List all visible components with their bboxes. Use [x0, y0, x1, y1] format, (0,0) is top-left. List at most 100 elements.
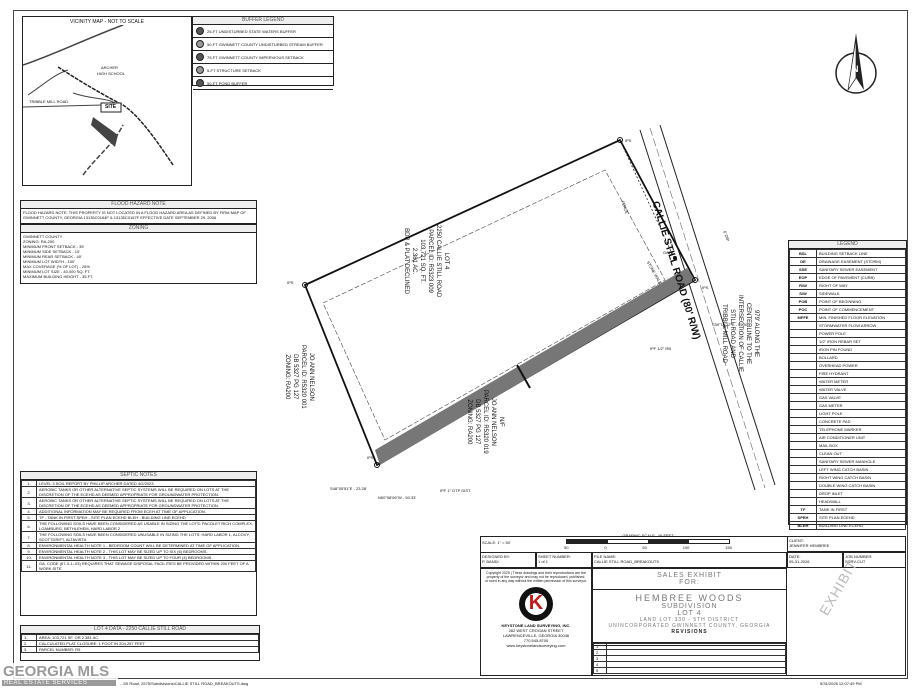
job-label: JOB NUMBER: [845, 554, 873, 559]
lot-data-row: 3.PARCEL NUMBER: R5 [21, 646, 259, 653]
company-address: 282 WEST CROGAN STREET [508, 628, 564, 633]
designed-by-label: DESIGNED BY: [482, 554, 511, 559]
septic-note-text: THE FOLLOWING SOILS HAVE BEEN CONSIDERED… [36, 520, 256, 532]
legend-description: SANITARY SEWER MANHOLE [816, 457, 906, 466]
septic-note-number: 11. [21, 560, 37, 572]
legend-description: GAS VALVE [816, 393, 906, 402]
septic-note-number: 6. [21, 520, 37, 532]
tribble-note-line: STILL ROAD AND [729, 309, 735, 358]
legend-description: BUILDING LINE ECEHD [816, 521, 906, 530]
county: UNINCORPORATED GWINNETT COUNTY, GEORGIA [608, 623, 771, 629]
legend-description: BOLLARD [816, 353, 906, 362]
buffer-legend-item: 75-FT GWINNETT COUNTY IMPERVIOUS SETBACK [193, 51, 333, 64]
septic-note-number: 7. [21, 531, 37, 543]
buffer-legend-title: BUFFER LEGEND [193, 17, 333, 25]
for-label: FOR: [679, 579, 700, 586]
septic-note-row: 2.AEROBIC TANKS OR OTHER ALTERNATIVE SEP… [21, 486, 256, 498]
septic-note-text: AEROBIC TANKS OR OTHER ALTERNATIVE SEPTI… [36, 497, 256, 509]
neighbor-bottom-line: ZONING: RA200 [466, 399, 472, 445]
sheet-value: 1 of 1 [538, 559, 549, 564]
project-block: SALES EXHIBIT FOR: HEMBREE WOODS SUBDIVI… [592, 568, 787, 646]
flood-note: FLOOD HAZARD NOTE FLOOD HAZARD NOTE: THI… [20, 200, 257, 224]
company-phone: 770.545.8700 [523, 638, 549, 643]
company-block: Copyright 2025 | These drawings and thei… [480, 568, 592, 676]
tribble-note-line: INTERSECTION OF CALLIE [737, 295, 743, 373]
septic-note-row: 7.THE FOLLOWING SOILS HAVE BEEN CONSIDER… [21, 531, 256, 543]
neighbor-left-line: JO ANN NELSON [308, 352, 314, 401]
legend-description: WATER VALVE [816, 385, 906, 394]
tribble-note-line: TRIBBLE MILL ROAD [721, 304, 727, 363]
zoning-line: MINIMUM REAR SETBACK - 40' [23, 254, 82, 259]
lot-data-title: LOT 4 DATA - 2250 CALLIE STILL ROAD [21, 626, 259, 634]
legend-description: 1/2" IRON REBAR SET [816, 337, 906, 346]
company-web: www.keystonelandsurveying.com [506, 643, 566, 648]
lot-label-line: 2.381 AC. [411, 247, 417, 275]
graphic-scale: GRAPHIC SCALE - IN FEET 50 0 50 100 150 [558, 533, 738, 553]
company-logo: K [519, 587, 553, 621]
plan-label: IPS [367, 455, 374, 460]
revision-description [606, 667, 786, 674]
septic-notes-title: SEPTIC NOTES [21, 472, 256, 480]
date-value: 05-31-2026 [789, 559, 810, 564]
zoning-line: MAX COVERAGE (% OF LOT) - 25% [23, 264, 90, 269]
vicinity-map-drawing [23, 25, 174, 176]
neighbor-bottom-line: PARCEL ID: R5320 019 [482, 390, 488, 454]
legend-description: LEFT WING CATCH BASIN [816, 465, 906, 474]
plan-label: S39°13'32"E - 53.93' [712, 322, 749, 327]
scale-title: GRAPHIC SCALE - IN FEET [622, 533, 674, 538]
buffer-swatch-icon [196, 53, 204, 61]
legend-description: POINT OF BEGINNING [816, 297, 906, 306]
buffer-legend-label: 50-FT POND BUFFER [207, 80, 248, 86]
vicinity-map: VICINITY MAP - NOT TO SCALE SITE TRIBBLE… [22, 16, 192, 186]
scale-label: 50 [642, 545, 647, 550]
buffer-swatch-icon [196, 27, 204, 35]
septic-note-number: 3. [21, 497, 37, 509]
scale-label: 100 [682, 545, 690, 550]
flood-note-title: FLOOD HAZARD NOTE [21, 201, 256, 209]
footer-path: ...5S Road, 2575\Subdivisions\CALLIE STI… [120, 681, 249, 686]
legend-description: POWER POLE [816, 329, 906, 338]
legend-description: AIR CONDITIONER UNIT [816, 433, 906, 442]
tribble-note-line: 979' ALONG THE [753, 309, 759, 358]
legend-description: IRON PIN FOUND [816, 345, 906, 354]
legend-description: HEADWALL [816, 497, 906, 506]
file-label: FILE NAME: [594, 554, 617, 559]
vicinity-road-label: TRIBBLE MILL ROAD [29, 99, 69, 104]
buffer-swatch-icon [196, 79, 204, 87]
lot-data-number: 3. [21, 646, 37, 653]
zoning-line: MAXIMUM BUILDING HEIGHT - 35 FT. [23, 274, 94, 279]
plan-label: GATE [663, 250, 674, 255]
plan-label: IPF 1/2" RB [650, 346, 671, 351]
date-label: DATE: [789, 554, 801, 559]
neighbor-bottom-line: N/F [498, 417, 504, 427]
legend-description: CLEAN OUT [816, 449, 906, 458]
legend-symbol: SPEH [789, 513, 817, 522]
sheet-border [13, 10, 908, 679]
buffer-legend-item: 50-FT GWINNETT COUNTY UNDISTURBED STREAM… [193, 38, 333, 51]
zoning-line: MINIMUM LOT SIZE - 40,000 SQ. FT. [23, 269, 91, 274]
legend-description: SANITARY SEWER EASEMENT [816, 265, 906, 274]
septic-note-row: 11.GA. CODE (67-3-1-.03) REQUIRES THAT S… [21, 560, 256, 572]
revisions-label: REVISIONS [671, 629, 708, 635]
flood-note-text: FLOOD HAZARD NOTE: THIS PROPERTY IS NOT … [23, 210, 246, 220]
zoning-line: MINIMUM SIDE SETBACK - 10' [23, 249, 80, 254]
lot-number: LOT 4 [677, 610, 702, 617]
septic-note-row: 8.ENVIRONMENTAL HEALTH NOTE 1 - BEDROOM … [21, 542, 256, 549]
septic-note-text: THE FOLLOWING SOILS HAVE BEEN CONSIDERED… [36, 531, 256, 543]
logo-letter: K [528, 592, 544, 614]
sheet-cell: SHEET NUMBER: 1 of 1 [536, 552, 592, 568]
septic-note-row: 6.THE FOLLOWING SOILS HAVE BEEN CONSIDER… [21, 520, 256, 532]
legend-description: POINT OF COMMENCEMENT [816, 305, 906, 314]
scale-label: 150 [725, 545, 732, 550]
site-plan [302, 124, 776, 491]
legend-description: TANK IN FIRST [816, 505, 906, 514]
designed-by-value: P. BANDI [482, 559, 499, 564]
vicinity-road-label: HIGH SCHOOL [97, 71, 126, 76]
legend-description: DROP INLET [816, 489, 906, 498]
septic-note-text: GA. CODE (67-3-1-.03) REQUIRES THAT SEWA… [36, 560, 256, 572]
